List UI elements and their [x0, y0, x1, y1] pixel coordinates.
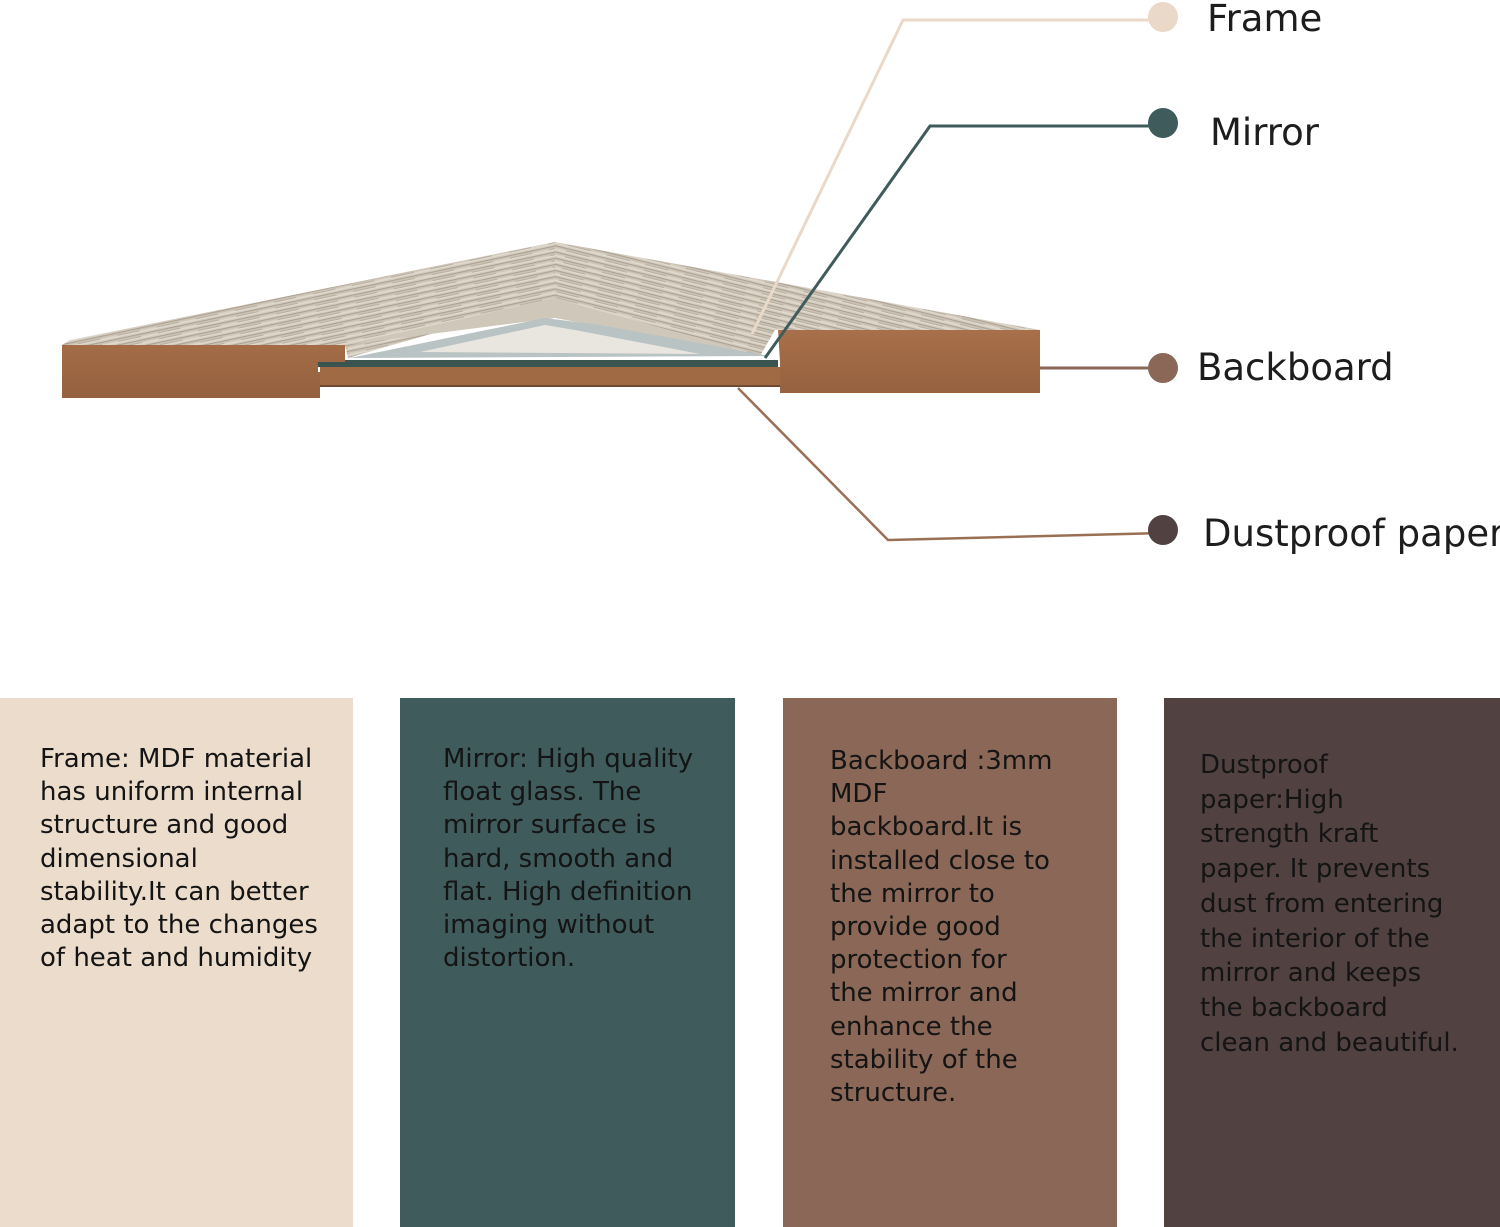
- mirror-description-card: Mirror: High quality float glass. The mi…: [400, 698, 735, 1227]
- mirror-glass-highlight: [420, 325, 700, 354]
- frame-callout-label: Frame: [1207, 0, 1323, 40]
- backboard-layer: [320, 367, 780, 385]
- dustproof-description-text: Dustproof paper:High strength kraft pape…: [1200, 750, 1459, 1058]
- frame-leader-line: [750, 18, 1163, 335]
- backboard-description-text: Backboard :3mm MDF backboard.It is insta…: [830, 746, 1053, 1109]
- dustproof-leader-line: [737, 387, 1164, 542]
- mirror-layer: [318, 360, 778, 367]
- mirror-dot: [1148, 108, 1178, 138]
- backboard-description-card: Backboard :3mm MDF backboard.It is insta…: [783, 698, 1117, 1227]
- dustproof-callout-label: Dustproof paper: [1203, 512, 1500, 555]
- dustproof-description-card: Dustproof paper:High strength kraft pape…: [1164, 698, 1500, 1227]
- frame-description-card: Frame: MDF material has uniform internal…: [0, 698, 353, 1227]
- dustproof-dot: [1148, 515, 1178, 545]
- frame-description-text: Frame: MDF material has uniform internal…: [40, 744, 318, 974]
- backboard-callout-label: Backboard: [1197, 346, 1394, 389]
- frame-cross-section-diagram: [62, 2, 1178, 545]
- mirror-leader-line: [763, 124, 1163, 359]
- mirror-callout-label: Mirror: [1210, 111, 1320, 154]
- frame-mdf-profile: [62, 330, 1040, 398]
- mirror-description-text: Mirror: High quality float glass. The mi…: [443, 744, 694, 974]
- backboard-dot: [1148, 353, 1178, 383]
- frame-dot: [1148, 2, 1178, 32]
- frame-wood-top: [62, 242, 1040, 358]
